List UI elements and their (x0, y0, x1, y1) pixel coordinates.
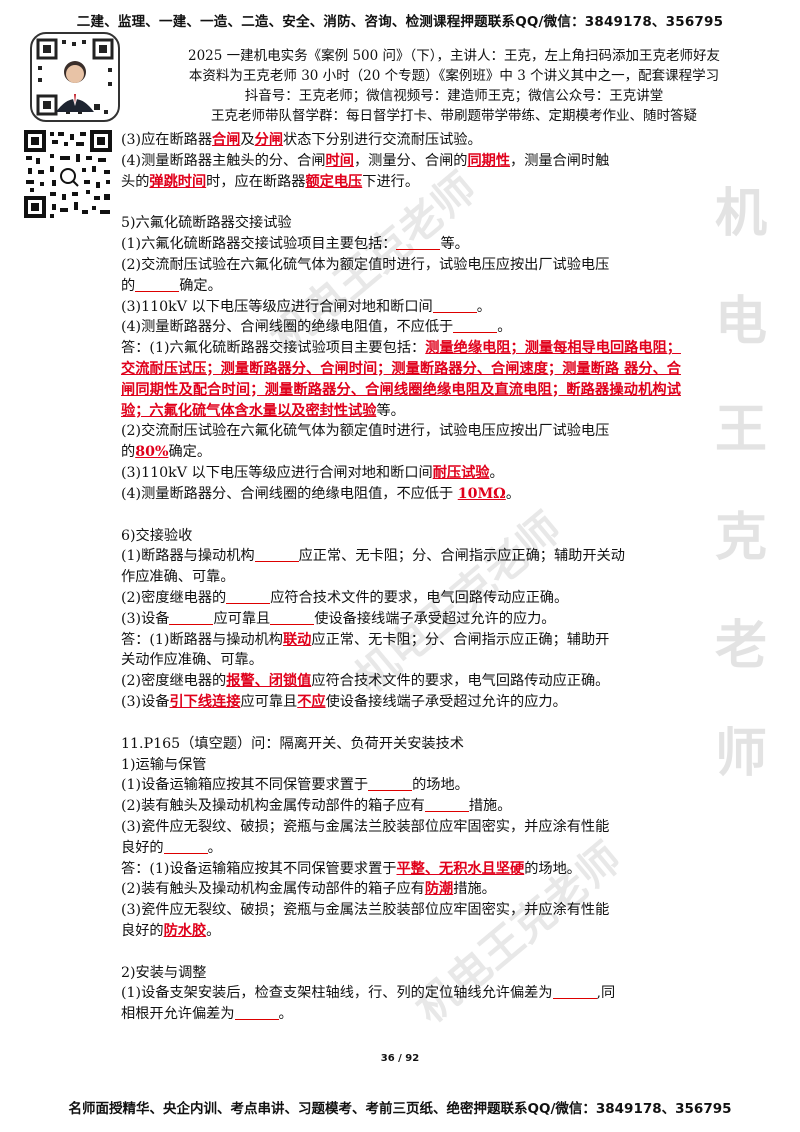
avatar-qr-icon (36, 38, 114, 116)
question: (1)设备支架安装后，检查支架柱轴线，行、列的定位轴线允许偏差为,同 (121, 984, 616, 1002)
course-info-line: 抖音号：王克老师；微信视频号：建造师王克；微信公众号：王克讲堂 (244, 88, 664, 104)
answer: 答：(1)断路器与操动机构联动应正常、无卡阻；分、合闸指示应正确；辅助开 (121, 631, 610, 648)
answer-blank (424, 797, 469, 813)
wechat-qr-code (24, 130, 112, 218)
answer-text: 分闸 (254, 132, 284, 148)
answer-blank (396, 235, 441, 251)
question: (3)瓷件应无裂纹、破损；瓷瓶与金属法兰胶装部位应牢固密实，并应涂有性能 (121, 818, 610, 835)
answer-blank (254, 547, 299, 563)
answer-text: 80% (135, 444, 169, 461)
qr-code-icon (24, 130, 112, 218)
question: (1)断路器与操动机构应正常、无卡阻；分、合闸指示应正确；辅助开关动 (121, 547, 625, 565)
question: 良好的。 (121, 839, 222, 856)
answer: 答：(1)六氟化硫断路器交接试验项目主要包括：测量绝缘电阻；测量每相导电回路电阻… (121, 340, 681, 419)
teacher-avatar-qr (30, 32, 120, 122)
answer: (2)交流耐压试验在六氟化硫气体为额定值时进行，试验电压应按出厂试验电压 (121, 423, 610, 440)
answer-text: 弹跳时间 (149, 173, 207, 190)
answer: (4)测量断路器分、合闸线圈的绝缘电阻值，不应低于 10MΩ。 (121, 485, 521, 502)
question: (1)六氟化硫断路器交接试验项目主要包括：等。 (121, 235, 469, 253)
answer-blank (270, 610, 315, 625)
question: (2)密度继电器的应符合技术文件的要求，电气回路传动应正确。 (121, 589, 569, 606)
question: (2)交流耐压试验在六氟化硫气体为额定值时进行，试验电压应按出厂试验电压 (121, 256, 610, 273)
answer-text: 10MΩ (457, 485, 506, 502)
paragraph: (3)应在断路器合闸及分闸状态下分别进行交流耐压试验。 (121, 132, 482, 148)
answer-text: 防潮 (424, 881, 454, 898)
page-number: 36 / 92 (380, 1053, 420, 1064)
top-contact-banner: 二建、监理、一建、一造、二造、安全、消防、咨询、检测课程押题联系QQ/微信：38… (76, 14, 724, 30)
document-body: (3)应在断路器合闸及分闸状态下分别进行交流耐压试验。 (4)测量断路器主触头的… (121, 130, 681, 1025)
watermark-char: 老 (714, 615, 767, 676)
answer: (2)密度继电器的报警、闭锁值应符合技术文件的要求，电气回路传动应正确。 (121, 673, 610, 690)
subsection-title: 2)安装与调整 (121, 964, 207, 981)
answer-text: 不应 (297, 693, 326, 710)
answer-text: 同期性 (467, 152, 511, 169)
answer: 良好的防水胶。 (121, 922, 221, 939)
course-info-header: 2025 一建机电实务《案例 500 问》（下），主讲人：王克，左上角扫码添加王… (124, 46, 784, 126)
answer: 的80%确定。 (121, 444, 212, 461)
answer: (3)瓷件应无裂纹、破损；瓷瓶与金属法兰胶装部位应牢固密实，并应涂有性能 (121, 902, 610, 919)
answer-text: 平整、无积水且坚硬 (396, 860, 525, 877)
answer-blank (169, 610, 214, 625)
question: 相根开允许偏差为。 (121, 1005, 293, 1023)
answer: 关动作应准确、可靠。 (121, 652, 263, 669)
watermark-char: 克 (714, 507, 767, 568)
answer-text: 联动 (282, 631, 312, 648)
paragraph: (4)测量断路器主触头的分、合闸时间，测量分、合闸的同期性，测量合闸时触 (121, 152, 610, 169)
answer-text: 测量绝缘电阻；测量每相导电回路电阻；交流耐压试压；测量断路器分、合闸时间；测量断… (121, 340, 681, 419)
section-title: 5)六氟化硫断路器交接试验 (121, 215, 292, 232)
answer-text: 引下线连接 (169, 693, 241, 710)
paragraph: 头的弹跳时间时，应在断路器额定电压下进行。 (121, 173, 420, 190)
course-info-line: 王克老师带队督学群：每日督学打卡、带刷题带学带练、定期模考作业、随时答疑 (211, 108, 697, 124)
question: (3)110kV 以下电压等级应进行合闸对地和断口间。 (121, 298, 491, 315)
watermark-char: 王 (714, 399, 767, 460)
course-info-line: 本资料为王克老师 30 小时（20 个专题）《案例班》中 3 个讲义其中之一，配… (188, 68, 720, 84)
question: (3)设备应可靠且使设备接线端子承受超过允许的应力。 (121, 610, 556, 627)
section-title: 11.P165（填空题）问：隔离开关、负荷开关安装技术 (121, 735, 464, 752)
answer: 答：(1)设备运输箱应按其不同保管要求置于平整、无积水且坚硬的场地。 (121, 860, 581, 877)
watermark-char: 师 (714, 723, 767, 784)
answer-blank (163, 839, 208, 854)
watermark-char: 机 (714, 183, 767, 244)
bottom-contact-banner: 名师面授精华、央企内训、考点串讲、习题模考、考前三页纸、绝密押题联系QQ/微信：… (68, 1101, 732, 1117)
answer-blank (432, 298, 477, 313)
question: 的确定。 (121, 277, 222, 294)
question: (1)设备运输箱应按其不同保管要求置于的场地。 (121, 776, 469, 794)
watermark-char: 电 (714, 291, 767, 352)
question: 作应准确、可靠。 (121, 569, 235, 586)
answer-text: 时间 (325, 152, 354, 169)
section-title: 6)交接验收 (121, 527, 193, 544)
answer: (3)设备引下线连接应可靠且不应使设备接线端子承受超过允许的应力。 (121, 693, 567, 710)
question: (4)测量断路器分、合闸线圈的绝缘电阻值，不应低于。 (121, 318, 512, 336)
answer: (2)装有触头及操动机构金属传动部件的箱子应有防潮措施。 (121, 881, 496, 898)
course-info-line: 2025 一建机电实务《案例 500 问》（下），主讲人：王克，左上角扫码添加王… (188, 48, 720, 64)
subsection-title: 1)运输与保管 (121, 756, 207, 773)
answer: (3)110kV 以下电压等级应进行合闸对地和断口间耐压试验。 (121, 464, 504, 481)
answer-blank (234, 1005, 279, 1021)
answer-blank (552, 984, 597, 1000)
answer-blank (135, 277, 180, 292)
answer-blank (368, 776, 413, 792)
answer-text: 耐压试验 (432, 464, 490, 481)
answer-text: 防水胶 (163, 922, 207, 939)
question: (2)装有触头及操动机构金属传动部件的箱子应有措施。 (121, 797, 512, 815)
answer-text: 额定电压 (305, 173, 363, 190)
vertical-watermark: 机 电 王 克 老 师 (706, 160, 776, 808)
answer-blank (226, 589, 271, 604)
answer-blank (453, 318, 498, 334)
answer-text: 合闸 (212, 132, 241, 148)
answer-text: 报警、闭锁值 (226, 673, 312, 690)
